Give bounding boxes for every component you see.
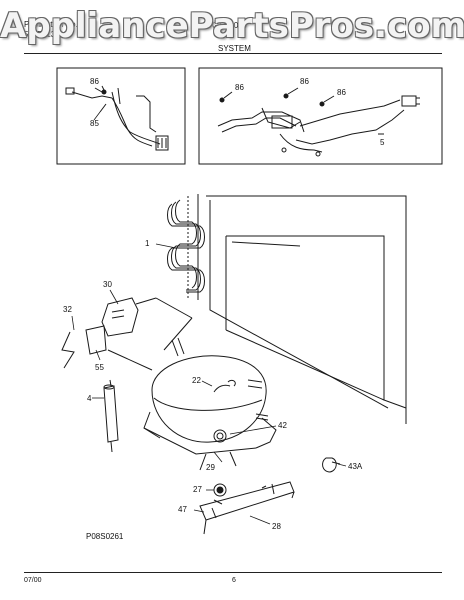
model-number: GTCF050 [212, 21, 248, 30]
leader-lines [71, 111, 347, 525]
relay-module [271, 115, 293, 129]
filter-drier [103, 379, 119, 453]
callout-86b: 86 [235, 83, 244, 92]
callout-30: 30 [103, 280, 112, 289]
callout-27: 27 [193, 485, 202, 494]
compressor-shell [151, 355, 267, 443]
callout-42: 42 [278, 421, 287, 430]
clamp-43a [322, 457, 341, 473]
section-title: SYSTEM [218, 44, 251, 53]
inset-right-wiring [198, 67, 443, 165]
screw-86a [101, 89, 107, 95]
cabinet-outline [206, 195, 407, 424]
callout-85: 85 [90, 119, 99, 128]
screw-86b [219, 97, 225, 103]
grommet-42 [213, 429, 227, 443]
relay-30 [101, 297, 139, 337]
callout-47: 47 [178, 505, 187, 514]
harness-main [217, 111, 305, 133]
callout-43a: 43A [348, 462, 363, 471]
callout-29: 29 [206, 463, 215, 472]
connector-left [65, 87, 75, 95]
relay-overload [61, 297, 193, 371]
footer-rule [24, 572, 442, 573]
inset-left-frame [56, 67, 186, 165]
figure-id: P08S0261 [86, 532, 124, 541]
publication-number: 5995413 [24, 30, 56, 39]
inset-right-frame [198, 67, 443, 165]
power-plug [401, 95, 417, 107]
condenser-coil [167, 194, 205, 300]
publication-label: Publication No. [24, 20, 78, 29]
footer-date: 07/00 [24, 577, 42, 584]
callout-5: 5 [380, 138, 385, 147]
overload-55 [85, 325, 107, 355]
screw-86c [283, 93, 289, 99]
mount-bracket [199, 481, 295, 535]
watermark-text: AppliancePartsPros.com [0, 6, 464, 46]
callout-32: 32 [63, 305, 72, 314]
wire-32 [61, 331, 75, 369]
screw-86d [319, 101, 325, 107]
header-rule [24, 53, 442, 54]
callout-4: 4 [87, 394, 92, 403]
callout-86a: 86 [90, 77, 99, 86]
compressor-tube [171, 337, 185, 357]
footer-page-number: 6 [232, 577, 236, 584]
callout-86d: 86 [337, 88, 346, 97]
compressor [143, 337, 277, 471]
callout-labels: 86 85 86 86 86 5 1 30 32 55 4 22 42 29 4… [63, 77, 385, 531]
callout-22: 22 [192, 376, 201, 385]
harness-a [71, 91, 113, 99]
callout-55: 55 [95, 363, 104, 372]
callout-28: 28 [272, 522, 281, 531]
callout-86c: 86 [300, 77, 309, 86]
connector-plug [155, 135, 169, 151]
inset-left-wiring [56, 67, 186, 165]
harness-c [111, 91, 161, 145]
callout-1: 1 [145, 239, 150, 248]
